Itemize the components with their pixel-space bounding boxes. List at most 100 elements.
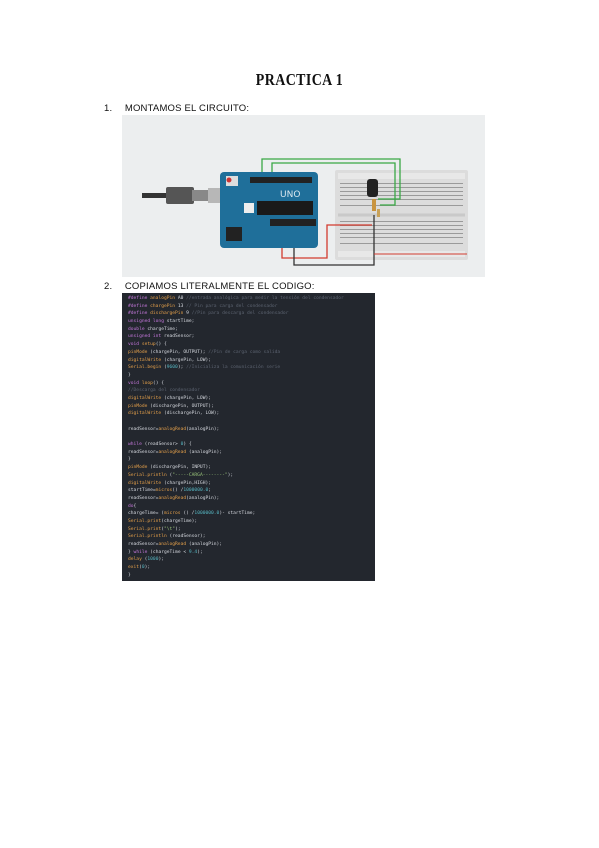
page-title: PRACTICA 1 bbox=[255, 70, 344, 89]
code-token: while bbox=[133, 549, 151, 555]
list-item-1: 1. MONTAMOS EL CIRCUITO: bbox=[104, 103, 249, 114]
code-token: readSensor= bbox=[128, 426, 159, 432]
code-token: (readSensor); bbox=[169, 534, 206, 540]
code-line: } while (chargeTime < 9.4); bbox=[128, 549, 375, 557]
code-token: readSensor= bbox=[128, 495, 159, 501]
code-token: 9.4 bbox=[188, 549, 198, 555]
code-line: Serial.println (readSensor); bbox=[128, 533, 375, 541]
arduino-circuit-illustration: UNO bbox=[142, 158, 468, 266]
code-token: 9 bbox=[186, 311, 192, 317]
code-line: #define analogPin A0 //entrada analógica… bbox=[128, 295, 375, 303]
code-token: () { bbox=[152, 380, 164, 386]
code-token: } bbox=[128, 372, 131, 378]
code-line: Serial.print(chargeTime); bbox=[128, 518, 375, 526]
code-token: (chargeTime < bbox=[150, 549, 189, 555]
code-token: ( bbox=[139, 565, 142, 571]
code-token: #define bbox=[128, 303, 151, 309]
code-line: pinMode (dischargePin, OUTPUT); bbox=[128, 403, 375, 411]
code-token: digitalWrite bbox=[128, 480, 164, 486]
code-line: do{ bbox=[128, 503, 375, 511]
code-token: 0 bbox=[180, 442, 184, 448]
code-token: #define bbox=[128, 296, 151, 301]
code-token: () / bbox=[172, 488, 184, 494]
code-token: analogRead bbox=[158, 542, 189, 547]
code-token: ); bbox=[175, 526, 181, 532]
code-line: } bbox=[128, 372, 375, 380]
code-token: do bbox=[128, 503, 134, 509]
code-token: () { bbox=[155, 342, 167, 348]
code-token: analogRead bbox=[158, 449, 189, 455]
code-line: //Descarga del condensador bbox=[128, 387, 375, 395]
code-line: digitalWrite (chargePin, LOW); bbox=[128, 357, 375, 365]
code-line: readSensor=analogRead (analogPin); bbox=[128, 541, 375, 549]
code-token: double bbox=[128, 326, 148, 332]
code-token: pinMode bbox=[128, 403, 151, 409]
list-item-2: 2. COPIAMOS LITERALMENTE EL CODIGO: bbox=[104, 281, 315, 292]
code-token: "-----CARGA--------" bbox=[172, 472, 228, 478]
code-token: ); bbox=[197, 549, 203, 555]
code-token: while bbox=[128, 442, 145, 448]
code-line: double chargeTime; bbox=[128, 326, 375, 334]
code-token: (readSensor> bbox=[144, 442, 181, 448]
code-token: () / bbox=[183, 511, 195, 517]
svg-text:UNO: UNO bbox=[280, 190, 300, 200]
code-line: Serial.begin (9600); //Inicializa la com… bbox=[128, 364, 375, 372]
code-token: 13 bbox=[177, 303, 187, 309]
code-token: readSensor= bbox=[128, 542, 159, 547]
code-token: readSensor= bbox=[128, 449, 159, 455]
code-token: (analogPin); bbox=[186, 426, 220, 432]
code-screenshot: #define analogPin A0 //entrada analógica… bbox=[122, 293, 375, 581]
code-token: analogPin bbox=[150, 296, 178, 301]
code-line: } bbox=[128, 572, 375, 580]
code-line: readSensor=analogRead(analogPin); bbox=[128, 426, 375, 434]
code-token: 0 bbox=[141, 565, 145, 571]
code-token: ; bbox=[208, 488, 212, 494]
code-token: unsigned long bbox=[128, 319, 167, 325]
code-token: //Pin de carga como salida bbox=[208, 349, 281, 355]
code-token: dischargePin bbox=[150, 311, 187, 317]
code-token: (chargePin, LOW); bbox=[163, 357, 211, 363]
code-line: while (readSensor> 0) { bbox=[128, 441, 375, 449]
code-line: pinMode (dischargePin, INPUT); bbox=[128, 464, 375, 472]
code-token: (dischargePin, INPUT); bbox=[150, 465, 211, 471]
code-token: (analogPin); bbox=[188, 542, 223, 547]
code-token: analogRead bbox=[158, 426, 187, 432]
code-line: pinMode (chargePin, OUTPUT); //Pin de ca… bbox=[128, 349, 375, 357]
code-token: ( bbox=[144, 557, 148, 563]
code-token: analogRead bbox=[158, 495, 187, 501]
code-token: digitalWrite bbox=[128, 411, 164, 417]
code-token: Serial.print bbox=[128, 526, 162, 532]
code-token: (chargePin,HIGH); bbox=[163, 480, 211, 486]
code-token: //Inicializa la comunicación serie bbox=[186, 365, 281, 371]
code-token: (dischargePin, OUTPUT); bbox=[150, 403, 214, 409]
code-token: } bbox=[128, 549, 134, 555]
code-token: { bbox=[133, 503, 137, 509]
code-token: //Pin para descarga del condensador bbox=[191, 311, 289, 317]
code-token: ( bbox=[169, 472, 173, 478]
code-token: setup bbox=[141, 342, 156, 348]
code-token: } bbox=[128, 457, 131, 463]
code-line: digitalWrite (chargePin,HIGH); bbox=[128, 480, 375, 488]
code-token: (dischargePin, LOW); bbox=[163, 411, 220, 417]
code-token: (analogPin); bbox=[186, 495, 220, 501]
code-token: chargeTime; bbox=[147, 326, 178, 332]
code-token: (chargePin, LOW); bbox=[163, 395, 211, 401]
code-token: #define bbox=[128, 311, 151, 317]
code-token: void bbox=[128, 380, 142, 386]
code-line: void setup() { bbox=[128, 341, 375, 349]
code-line: #define chargePin 13 // Pin para carga d… bbox=[128, 303, 375, 311]
code-line: } bbox=[128, 456, 375, 464]
code-token: unsigned int bbox=[128, 334, 164, 340]
code-line: unsigned long startTime; bbox=[128, 318, 375, 326]
list-text: COPIAMOS LITERALMENTE EL CODIGO: bbox=[124, 281, 315, 292]
code-token: ( bbox=[161, 526, 164, 532]
code-line: void loop() { bbox=[128, 380, 375, 388]
code-token: ); bbox=[177, 365, 187, 371]
code-token: readSensor; bbox=[163, 334, 195, 340]
code-line bbox=[128, 433, 375, 441]
code-token: delay bbox=[128, 557, 145, 563]
code-token: micros bbox=[155, 488, 173, 494]
code-token: pinMode bbox=[128, 465, 151, 471]
code-token: (chargeTime); bbox=[161, 518, 198, 524]
code-token: startTime; bbox=[166, 319, 195, 325]
